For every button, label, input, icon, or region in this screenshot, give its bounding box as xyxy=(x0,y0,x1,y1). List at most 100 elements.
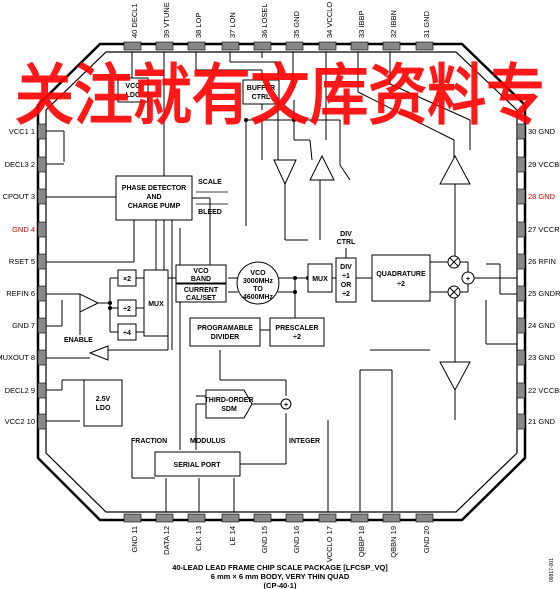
divider-line4: ÷2 xyxy=(342,291,350,298)
pin-label-33: 33 IBBP xyxy=(357,10,366,38)
output-mux-block: MUX xyxy=(307,263,333,293)
ldo-2v5-line1: 2.5V xyxy=(96,396,111,403)
pin-label-29: 29 VCCBB xyxy=(528,160,560,169)
pfd-line2: AND xyxy=(146,194,161,201)
bottom-pin-labels: GND 11 DATA 12 CLK 13 LE 14 GND 15 GND 1… xyxy=(130,526,431,562)
serial-port-block: SERIAL PORT xyxy=(154,451,241,477)
vco-band-block: VCO BAND xyxy=(175,264,227,284)
pin-label-39: 39 VTUNE xyxy=(162,2,171,38)
sdm-summer-plus: + xyxy=(284,402,288,409)
pin-label-19: QBBN 19 xyxy=(389,526,398,558)
vco-band-line1: VCO xyxy=(193,268,209,275)
divider-line2: ÷1 xyxy=(342,273,350,280)
i-mixer xyxy=(447,255,461,269)
div-ctrl-line2: CTRL xyxy=(337,239,356,246)
buffer-ctrl-line1: BUFFER xyxy=(247,85,275,92)
ref-input-buffer xyxy=(79,293,100,313)
summer-plus: + xyxy=(466,276,470,283)
prescaler-line2: ÷2 xyxy=(293,334,301,341)
left-pin-labels: VCC1 1 DECL3 2 CPOUT 3 GND 4 RSET 5 REFI… xyxy=(0,127,35,426)
pin-label-7: GND 7 xyxy=(12,321,35,330)
output-mux-label: MUX xyxy=(312,276,328,283)
current-cal-line1: CURRENT xyxy=(184,287,219,294)
pin-label-16: GND 16 xyxy=(292,526,301,553)
q-baseband-amp xyxy=(439,361,471,392)
quadrature-line1: QUADRATURE xyxy=(376,271,426,278)
ref-doubler-block: ×2 xyxy=(117,269,137,287)
current-cal-block: CURRENT CAL/SET xyxy=(175,283,227,303)
top-pins xyxy=(123,41,434,51)
prog-div-line2: DIVIDER xyxy=(211,334,239,341)
buffer-ctrl-block: BUFFER CTRL xyxy=(242,79,280,105)
pin-label-1: VCC1 1 xyxy=(9,127,35,136)
q-mixer xyxy=(447,285,461,299)
sdm-summer: + xyxy=(280,398,292,410)
pin-label-27: 27 VCCRF xyxy=(528,225,560,234)
watermark-text: 关注就有文库资料专 xyxy=(15,58,545,132)
pin-label-31: 31 GND xyxy=(422,10,431,38)
ref-mux-block: MUX xyxy=(143,269,169,337)
amplifiers xyxy=(79,154,471,392)
ldo-2v5-block: 2.5V LDO xyxy=(83,379,123,427)
figure-id: 09817-001 xyxy=(549,558,555,582)
vco-band-line2: BAND xyxy=(191,276,211,283)
sdm-line1: THIRD-ORDER xyxy=(205,397,254,404)
summer: + xyxy=(461,271,475,285)
pin-label-14: LE 14 xyxy=(228,526,237,546)
prog-div-line1: PROGRAMABLE xyxy=(197,325,253,332)
vco-block: VCO 3000MHz TO 4600MHz xyxy=(236,261,280,305)
pin-label-30: 30 GND xyxy=(528,127,556,136)
current-cal-line2: CAL/SET xyxy=(186,295,217,302)
lo-out-amp xyxy=(309,154,335,181)
pin-label-20: GND 20 xyxy=(422,526,431,553)
divider-line1: DIV xyxy=(340,264,352,271)
ldo-2v5-line2: LDO xyxy=(96,405,111,412)
pin-label-38: 38 LOP xyxy=(194,13,203,38)
vco-line1: VCO xyxy=(250,270,266,277)
vco-line2: 3000MHz xyxy=(243,278,273,285)
pin-label-23: 23 GND xyxy=(528,353,556,362)
buffer-ctrl-line2: CTRL xyxy=(252,94,271,101)
vco-line4: 4600MHz xyxy=(243,294,273,301)
caption-line2: 6 mm × 6 mm BODY, VERY THIN QUAD xyxy=(211,572,350,581)
pin-label-18: QBBP 18 xyxy=(357,526,366,557)
caption-line3: (CP-40-1) xyxy=(264,581,297,589)
pin-label-28: 28 GND xyxy=(528,192,556,201)
ref-div4-label: ÷4 xyxy=(123,330,131,337)
pin-label-10: VCC2 10 xyxy=(5,417,35,426)
div-ctrl-line1: DIV xyxy=(340,231,352,238)
pin-label-13: CLK 13 xyxy=(194,526,203,551)
pfd-line1: PHASE DETECTOR xyxy=(122,185,186,192)
prescaler-block: PRESCALER ÷2 xyxy=(269,317,325,347)
pin-label-2: DECL3 2 xyxy=(5,160,35,169)
vco-ldo-line1: VCO xyxy=(125,83,141,90)
fraction-label: FRACTION xyxy=(131,438,167,445)
scale-label: SCALE xyxy=(198,179,222,186)
pin-label-40: 40 DECL1 xyxy=(130,3,139,38)
muxout-buffer xyxy=(88,345,109,361)
bleed-label: BLEED xyxy=(198,209,222,216)
i-baseband-amp xyxy=(439,154,471,185)
pin-label-17: VCCLO 17 xyxy=(325,526,334,562)
ref-div2-label: ÷2 xyxy=(123,306,131,313)
pin-label-35: 35 GND xyxy=(292,10,301,38)
ref-x2-label: ×2 xyxy=(123,276,131,283)
pin-label-3: CPOUT 3 xyxy=(3,192,35,201)
scale-bleed-arrows xyxy=(196,191,228,205)
pin-label-37: 37 LON xyxy=(228,12,237,38)
pin-label-34: 34 VCCLO xyxy=(325,2,334,38)
sdm-block: THIRD-ORDER SDM xyxy=(205,389,254,419)
pin-label-26: 26 RFIN xyxy=(528,257,556,266)
pin-label-21: 21 GND xyxy=(528,417,556,426)
prescaler-line1: PRESCALER xyxy=(275,325,318,332)
pin-label-25: 25 GNDRF xyxy=(528,289,560,298)
lo-buffer-amp xyxy=(273,159,297,186)
right-pins xyxy=(516,123,526,430)
pin-label-6: REFIN 6 xyxy=(6,289,35,298)
caption-line1: 40-LEAD LEAD FRAME CHIP SCALE PACKAGE [L… xyxy=(172,563,388,572)
integer-label: INTEGER xyxy=(289,438,320,445)
pin-label-11: GND 11 xyxy=(130,526,139,553)
pin-label-22: 22 VCCBB xyxy=(528,386,560,395)
vco-ldo-block: VCO LDO xyxy=(117,77,149,103)
